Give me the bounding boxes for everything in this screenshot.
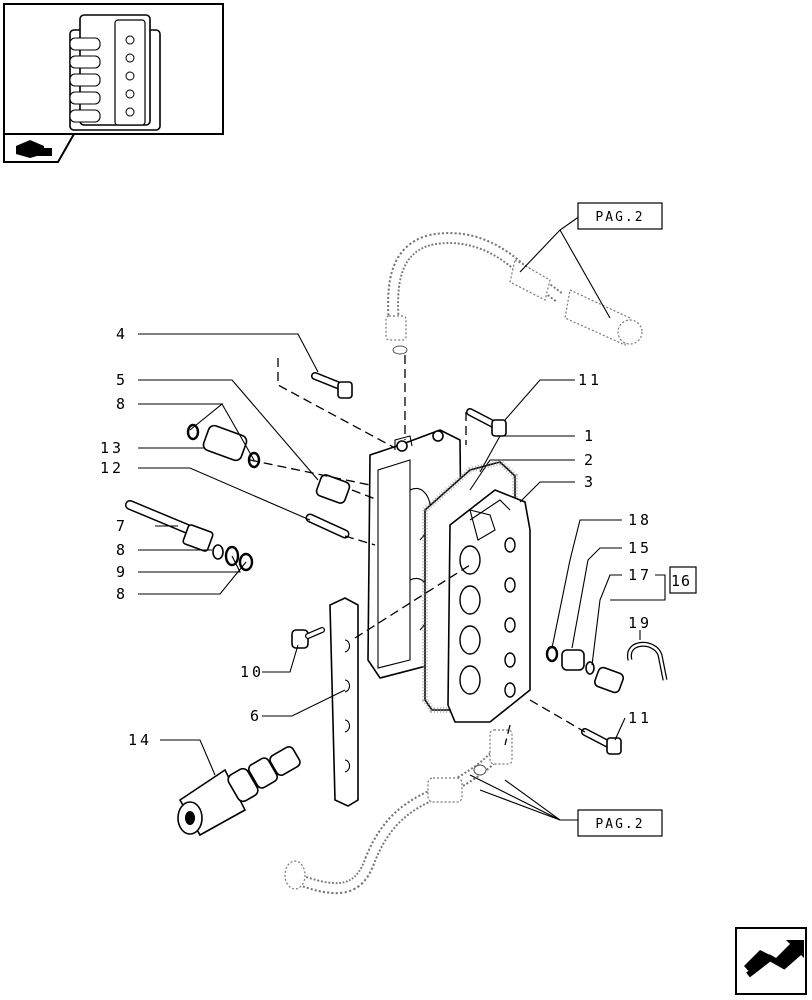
bolt-4 bbox=[311, 372, 353, 399]
callout-3: 3 bbox=[584, 473, 596, 491]
explosion-lines bbox=[249, 355, 586, 746]
short-bolt bbox=[305, 513, 350, 539]
bolt-11-upper bbox=[466, 408, 507, 437]
push-rod bbox=[125, 500, 214, 552]
callout-18: 18 bbox=[628, 511, 652, 529]
callout-13: 13 bbox=[100, 439, 124, 457]
callout-14: 14 bbox=[128, 731, 152, 749]
callout-5: 5 bbox=[116, 371, 128, 389]
assembly-thumbnail[interactable] bbox=[3, 3, 224, 135]
callout-8: 8 bbox=[116, 395, 128, 413]
page-turn-arrow-icon[interactable] bbox=[735, 927, 807, 995]
screw-10 bbox=[291, 627, 325, 649]
callout-15: 15 bbox=[628, 539, 652, 557]
callout-4: 4 bbox=[116, 325, 128, 343]
sleeve-with-rings bbox=[186, 423, 261, 469]
upper-hose bbox=[385, 232, 643, 355]
side-rail-plate bbox=[329, 597, 359, 807]
callout-labels: 4 5 8 13 12 7 8 9 8 10 6 14 11 1 2 3 18 … bbox=[100, 325, 697, 749]
callout-8c: 8 bbox=[116, 585, 128, 603]
callout-11b: 11 bbox=[628, 709, 652, 727]
callout-11: 11 bbox=[578, 371, 602, 389]
fitting-group-16 bbox=[545, 641, 668, 694]
callout-7: 7 bbox=[116, 517, 128, 535]
callout-6: 6 bbox=[250, 707, 262, 725]
callout-12: 12 bbox=[100, 459, 124, 477]
leader-lines bbox=[138, 215, 666, 821]
callout-10: 10 bbox=[240, 663, 264, 681]
cover-ports bbox=[459, 537, 516, 698]
page-ref-top[interactable]: PAG.2 bbox=[577, 202, 663, 230]
callout-2: 2 bbox=[584, 451, 596, 469]
callout-1: 1 bbox=[584, 427, 596, 445]
lower-hose bbox=[284, 729, 513, 895]
solenoid-spool bbox=[177, 746, 301, 837]
svg-text:PAG.2: PAG.2 bbox=[595, 210, 644, 225]
callout-17: 17 bbox=[628, 566, 652, 584]
bushing bbox=[315, 474, 351, 504]
callout-19: 19 bbox=[628, 614, 652, 632]
callout-16-box: 16 bbox=[669, 566, 697, 594]
book-index-icon[interactable] bbox=[3, 133, 76, 163]
page-ref-bottom[interactable]: PAG.2 bbox=[577, 809, 663, 837]
valve-cover-front bbox=[447, 489, 531, 723]
bolt-11-lower bbox=[581, 728, 622, 755]
callout-9: 9 bbox=[116, 563, 128, 581]
callout-16: 16 bbox=[671, 572, 691, 590]
svg-text:PAG.2: PAG.2 bbox=[595, 817, 644, 832]
callout-8b: 8 bbox=[116, 541, 128, 559]
